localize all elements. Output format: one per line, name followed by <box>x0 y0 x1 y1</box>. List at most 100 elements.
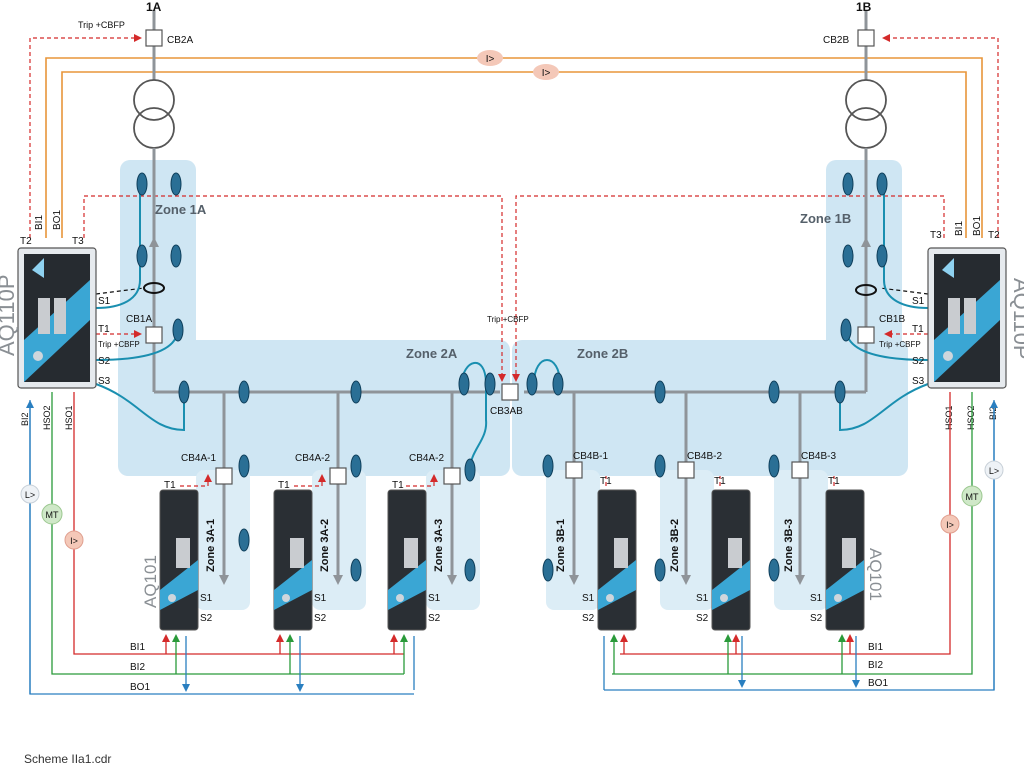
fiber-sensor-icon <box>458 372 470 396</box>
bo1-bus-label-right: BO1 <box>868 678 888 689</box>
bi2-bus-label-left: BI2 <box>130 662 145 673</box>
zone-3b-1-label: Zone 3B-1 <box>555 519 567 572</box>
bi1-label-right: BI1 <box>954 221 965 236</box>
cb1a-breaker[interactable] <box>145 326 163 344</box>
cb4a-3-label: CB4A-2 <box>409 453 444 464</box>
s3-label-right: S3 <box>912 376 925 387</box>
cb2a-breaker[interactable] <box>145 29 163 47</box>
signal-badges: L> MT I> L> MT I> <box>20 460 1004 550</box>
bi1-label-left: BI1 <box>34 215 45 230</box>
bi2-bus-label-right: BI2 <box>868 660 883 671</box>
bi2-label-left: BI2 <box>20 412 30 426</box>
s1-label-a1: S1 <box>200 593 213 604</box>
aq101-unit-a2[interactable] <box>273 489 313 631</box>
cb4a-3-breaker[interactable] <box>443 467 461 485</box>
s2-label-left: S2 <box>98 356 111 367</box>
bo1-label-left: BO1 <box>52 210 63 230</box>
t1-label-b2: T1 <box>714 476 726 487</box>
aqua-logo-icon <box>32 258 44 278</box>
source-1b-label: 1B <box>856 0 872 14</box>
cb4a-2-breaker[interactable] <box>329 467 347 485</box>
fiber-sensor-icon <box>136 172 148 196</box>
overcurrent-badge-label: I> <box>542 68 551 79</box>
aq101-unit-b2[interactable] <box>711 489 751 631</box>
cb4b-3-breaker[interactable] <box>791 461 809 479</box>
master-trip-badge-label: MT <box>46 510 59 520</box>
fiber-sensor-icon <box>542 454 554 478</box>
s3-label-left: S3 <box>98 376 111 387</box>
aq101-unit-a3[interactable] <box>387 489 427 631</box>
overcurrent-badge-right: I> <box>940 514 960 534</box>
s1-label-b1: S1 <box>582 593 595 604</box>
fiber-sensor-icon <box>768 454 780 478</box>
cb4b-1-label: CB4B-1 <box>573 451 608 462</box>
fiber-sensor-icon <box>552 372 564 396</box>
s1-label-a3: S1 <box>428 593 441 604</box>
trip-cbfp-label-cb1b: Trip +CBFP <box>879 340 921 349</box>
fiber-sensor-icon <box>170 244 182 268</box>
ct-ring-right <box>855 284 877 296</box>
fiber-sensor-icon <box>542 558 554 582</box>
zone-3a-2-label: Zone 3A-2 <box>319 519 331 572</box>
cb3ab-label: CB3AB <box>490 406 523 417</box>
bi2-label-right: BI2 <box>988 406 998 420</box>
zone-2b-area <box>512 340 908 476</box>
cb3ab-breaker[interactable] <box>501 383 519 401</box>
incoming-feeder-left: 1A CB2A Trip +CBFP <box>78 0 193 149</box>
breakers: CB1A Trip +CBFP CB1B Trip +CBFP CB3AB Tr… <box>98 314 921 485</box>
cb4b-1-breaker[interactable] <box>565 461 583 479</box>
zone-2a-area <box>118 340 510 476</box>
t1-label-a1: T1 <box>164 480 176 491</box>
t1-label-a3: T1 <box>392 480 404 491</box>
aq101-unit-b1[interactable] <box>597 489 637 631</box>
fiber-sensor-icon <box>170 172 182 196</box>
aq110p-right-label: AQ110P <box>1009 278 1024 360</box>
master-trip-badge-label: MT <box>966 492 979 502</box>
aq101-unit-b3[interactable] <box>825 489 865 631</box>
fiber-sensor-icon <box>876 244 888 268</box>
aq101-left-label: AQ101 <box>141 555 160 608</box>
t1-label-b3: T1 <box>828 476 840 487</box>
fiber-sensor-icon <box>350 380 362 404</box>
fiber-sensor-icon <box>136 244 148 268</box>
aq101-right-label: AQ101 <box>866 548 885 601</box>
cb4b-2-breaker[interactable] <box>677 461 695 479</box>
incoming-feeder-right: 1B CB2B <box>823 0 887 149</box>
hso2-label-right: HSO2 <box>966 405 976 430</box>
cb1b-breaker[interactable] <box>857 326 875 344</box>
cb2b-label: CB2B <box>823 35 849 46</box>
fiber-sensor-icon <box>654 454 666 478</box>
fiber-sensor-icon <box>238 528 250 552</box>
cb2b-breaker[interactable] <box>857 29 875 47</box>
s1-label-right: S1 <box>912 296 925 307</box>
cb4a-2-label: CB4A-2 <box>295 453 330 464</box>
aq101-units: AQ101 AQ101 T1 T1 T1 T1 T1 T1 S1 S2 S1 S… <box>141 476 885 631</box>
bottom-signal-wires <box>26 392 998 695</box>
bo1-label-right: BO1 <box>972 216 983 236</box>
aqua-logo-icon <box>942 258 954 278</box>
master-trip-badge-left: MT <box>41 503 63 525</box>
aq110p-left-relay[interactable]: T2 BI1 BO1 T3 S1 T1 S2 S3 AQ110P BI2 HSO… <box>0 210 111 430</box>
t3-label-right: T3 <box>930 230 942 241</box>
zone-3-labels: Zone 3A-1 Zone 3A-2 Zone 3A-3 Zone 3B-1 … <box>205 519 795 572</box>
fiber-sensor-icon <box>172 318 184 342</box>
bottom-wire-labels: BI1 BI2 BO1 BI1 BI2 BO1 <box>130 642 888 693</box>
transformer-winding-icon <box>133 79 175 121</box>
s2-label-b1: S2 <box>582 613 595 624</box>
zone-2b-label: Zone 2B <box>577 346 628 361</box>
zone-1a-label: Zone 1A <box>155 202 207 217</box>
light-badge-label: L> <box>989 466 999 476</box>
fiber-sensor-icon <box>464 458 476 482</box>
trip-lines <box>29 34 999 487</box>
s1-label-a2: S1 <box>314 593 327 604</box>
aq110p-right-relay[interactable]: T3 BI1 BO1 T2 S1 T1 S2 S3 AQ110P HSO1 HS… <box>912 216 1024 430</box>
cb4b-3-label: CB4B-3 <box>801 451 836 462</box>
fiber-sensor-icon <box>768 558 780 582</box>
cb4a-1-breaker[interactable] <box>215 467 233 485</box>
fiber-sensor-icon <box>238 380 250 404</box>
hso1-label-right: HSO1 <box>944 405 954 430</box>
zone-3b-3-label: Zone 3B-3 <box>783 519 795 572</box>
aq101-unit-a1[interactable] <box>159 489 199 631</box>
transformer-winding-icon <box>133 107 175 149</box>
s2-label-right: S2 <box>912 356 925 367</box>
